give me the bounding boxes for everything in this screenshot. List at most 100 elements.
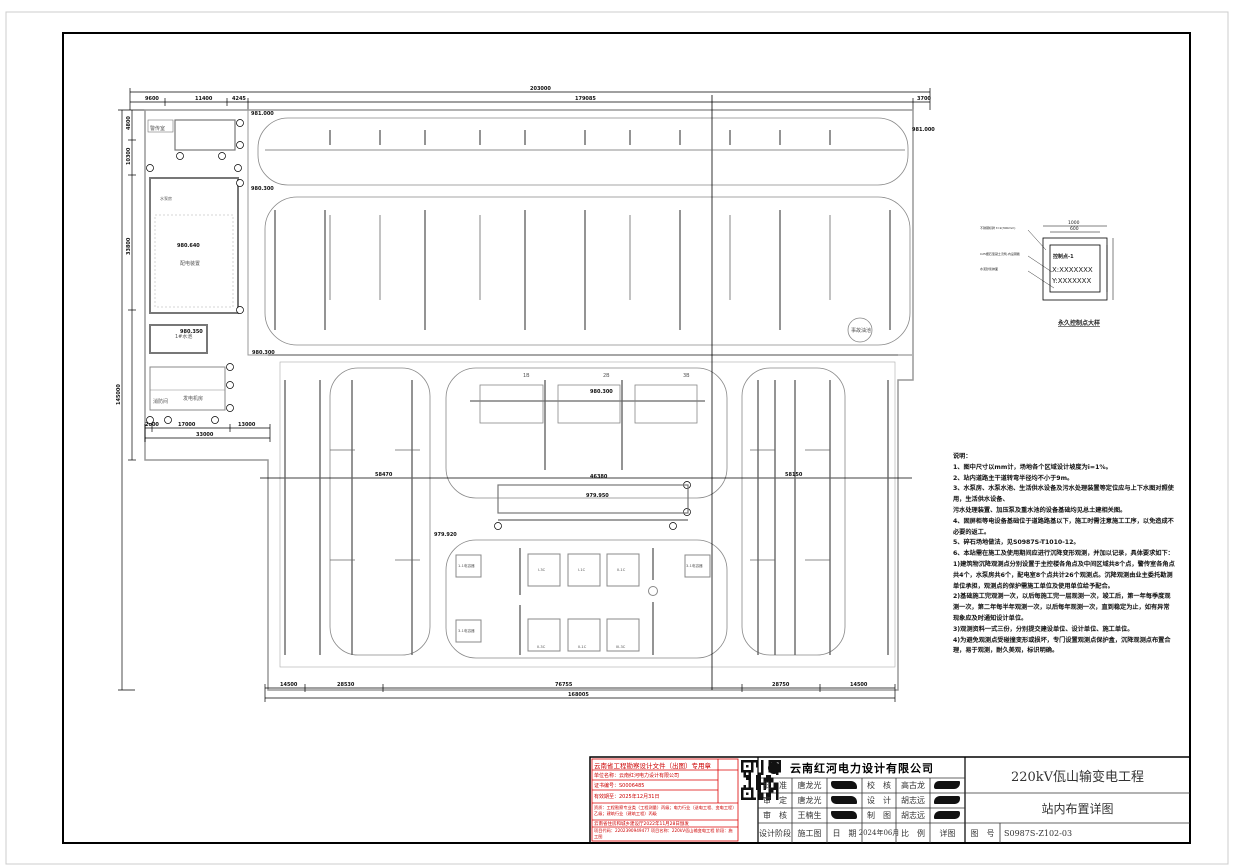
stamp-title: 云南省工程勘察设计文件（出图）专用章 [594,762,711,770]
qr-module [741,767,744,770]
qr-module [743,775,746,778]
qr-module [766,780,769,783]
left-dimensions [118,109,145,691]
qr-module [776,772,779,775]
qr-module [776,787,779,790]
building-control [149,177,239,314]
signature [831,811,857,819]
qr-module [758,780,761,783]
qr-module [748,760,751,763]
bay-label: 1B [523,373,530,379]
scale-label: 比 例 [901,828,925,838]
elevation-mark: 981.000 [912,127,935,133]
note-item: 1)建筑物沉降观测点分别设置于主控楼各角点及中间区域共8个点，警传室各角点共4个… [953,560,1175,590]
aux-dimensions [144,424,271,442]
building-distribution [497,484,689,514]
y-coordinate: Y:XXXXXXX [1051,277,1091,285]
qr-module [768,795,771,798]
qr-module [746,797,749,800]
qr-module [773,787,776,790]
capacitor-label: II-3C [537,645,546,649]
qr-module [771,777,774,780]
role-label: 审 核 [763,811,787,820]
company-logo-icon [768,762,780,774]
qr-module [758,785,761,788]
axis-bubbles [146,119,691,530]
qr-module [741,790,744,793]
dim-text: 179085 [575,96,596,102]
dim-text: 33800 [126,237,132,255]
qr-module [748,787,751,790]
qr-module [741,760,744,763]
qr-module [761,795,764,798]
qr-module [768,785,771,788]
qr-module [768,792,771,795]
dim-text: 13000 [238,422,256,428]
qr-module [756,762,759,765]
role-label: 校 核 [867,781,891,790]
elevation-mark: 980.300 [590,389,613,395]
project-name: 220kV佤山输变电工程 [1010,769,1145,785]
qr-module [778,770,781,773]
qr-module [756,775,759,778]
qr-module [761,770,764,773]
qr-module [741,787,744,790]
person-name: 高古龙 [901,781,925,790]
room-label: 1#水池 [175,333,192,340]
signature [831,781,857,789]
qr-module [758,797,761,800]
qr-module [773,785,776,788]
qr-module [756,785,759,788]
qr-module [756,777,759,780]
company-name: 云南红河电力设计有限公司 [790,761,934,775]
qr-module [746,770,749,773]
building-generator [149,366,226,411]
qr-module [766,795,769,798]
qr-module [778,762,781,765]
dim-text: 1000 [1068,220,1080,226]
title-block-grid [589,756,1191,844]
note-item: 污水处理装置、加压泵及重水池的设备基础均见总土建相关图。 [953,506,1127,514]
qr-module [748,785,751,788]
dim-text: 76755 [555,682,573,688]
qr-module [763,785,766,788]
dim-text: 3700 [917,96,931,102]
qr-module [776,760,779,763]
point-name: 控制点-1 [1053,253,1074,260]
qr-module [776,785,779,788]
road-loop-north [257,117,909,186]
qr-module [763,777,766,780]
qr-module [761,782,764,785]
room-label: 发电机房 [183,395,203,402]
qr-module [751,760,754,763]
qr-module [768,797,771,800]
qr-module [766,797,769,800]
sign-board [147,119,174,133]
room-label: 消防间 [153,398,168,405]
qr-module [741,762,744,765]
site-boundary [144,109,914,691]
dim-text: 58470 [375,472,393,478]
qr-module [756,765,759,768]
qr-module [741,795,744,798]
control-point-detail: 1000 600 不锈钢标牌 t=2(300mm) C25细石混凝土浇筑,内设钢… [980,220,1114,327]
dim-text: 58150 [785,472,803,478]
qr-module [761,797,764,800]
date-value: 2024年06月 [858,829,900,837]
qr-module [756,760,759,763]
qr-module [768,777,771,780]
dim-text: 28750 [772,682,790,688]
qr-module [756,787,759,790]
top-dimensions [129,88,931,120]
qr-module [743,797,746,800]
stage-label: 设计阶段 [759,828,791,838]
note-item: 3)观测资料一式三份，分别提交建设单位、设计单位、施工单位。 [953,625,1134,633]
qr-module [768,790,771,793]
qr-module [758,777,761,780]
stamp-company: 单位名称：云南红河电力设计有限公司 [594,773,680,779]
dim-text: 10300 [126,147,132,165]
elevation-mark: 980.350 [180,329,203,335]
qr-module [778,765,781,768]
capacitor-label: 3-1电容器 [686,563,703,568]
